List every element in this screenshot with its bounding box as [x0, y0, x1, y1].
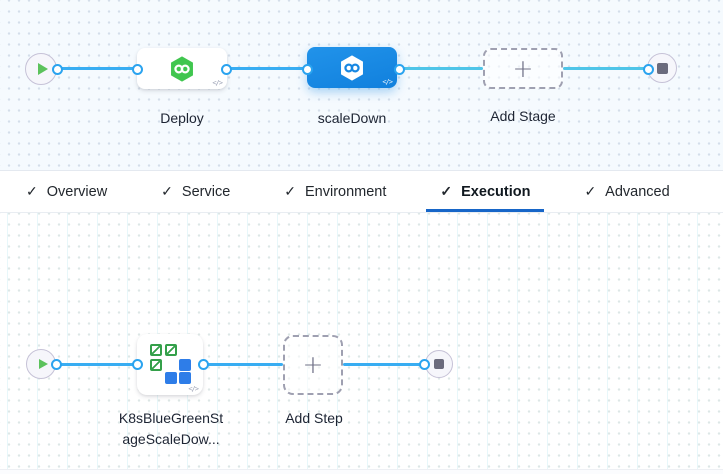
check-icon: ✓ — [26, 183, 38, 199]
tab-label: Service — [181, 183, 231, 200]
check-icon: ✓ — [584, 183, 597, 199]
connector-dot — [132, 359, 143, 370]
connector-dot — [419, 359, 430, 370]
step-label-line2: ageScaleDow... — [122, 431, 220, 447]
tab-overview[interactable]: ✓ Overview — [12, 171, 121, 212]
tab-service[interactable]: ✓ Service — [147, 171, 244, 212]
canvas-bottom-edge — [0, 469, 723, 474]
execution-end-node — [425, 350, 453, 378]
plus-icon: + — [512, 53, 534, 83]
step-card-k8s-bluegreen-scaledown[interactable]: </> — [137, 334, 203, 395]
add-step-label: Add Step — [285, 410, 343, 426]
tab-environment[interactable]: ✓ Environment — [270, 171, 400, 212]
connector-dot — [51, 359, 62, 370]
play-icon — [38, 63, 48, 75]
check-icon: ✓ — [161, 183, 173, 199]
code-icon: </> — [382, 78, 393, 86]
edge-deploy-scaledown — [227, 67, 307, 70]
pipeline-end-node — [647, 53, 677, 83]
code-icon: </> — [188, 385, 199, 393]
play-icon — [38, 359, 48, 369]
connector-dot — [394, 64, 405, 75]
connector-dot — [221, 64, 232, 75]
edge-start-step — [56, 362, 138, 366]
connector-dot — [198, 359, 209, 370]
tab-label: Execution — [461, 183, 531, 200]
harness-cd-icon — [171, 55, 193, 82]
stage-card-scaledown[interactable]: </> — [307, 47, 397, 88]
edge-addstep-end — [343, 362, 424, 366]
stage-graph-canvas[interactable]: </> </> + Deploy scaleDown Add Stage — [0, 0, 723, 170]
edge-addstage-end — [563, 67, 648, 70]
edge-scaledown-addstage — [399, 67, 483, 70]
tab-label: Overview — [46, 183, 108, 200]
add-step-button[interactable]: + — [283, 335, 343, 395]
stop-icon — [656, 62, 668, 74]
connector-dot — [643, 64, 654, 75]
tab-label: Environment — [305, 183, 387, 200]
connector-dot — [52, 64, 63, 75]
stop-icon — [434, 359, 444, 369]
add-stage-label: Add Stage — [490, 108, 556, 124]
code-icon: </> — [212, 79, 223, 87]
step-label-line1: K8sBlueGreenSt — [118, 410, 224, 426]
stage-card-deploy[interactable]: </> — [137, 48, 227, 89]
pipeline-start-node — [25, 53, 57, 85]
check-icon: ✓ — [440, 183, 453, 199]
check-icon: ✓ — [284, 183, 296, 199]
k8s-blue-green-icon — [150, 342, 191, 384]
tab-execution[interactable]: ✓ Execution — [426, 171, 545, 212]
add-stage-button[interactable]: + — [483, 48, 563, 89]
connector-dot — [132, 64, 143, 75]
tab-advanced[interactable]: ✓ Advanced — [570, 171, 683, 212]
harness-cd-icon-selected — [341, 54, 363, 81]
edge-step-addstep — [203, 362, 283, 366]
execution-step-canvas[interactable]: </> + K8sBlueGreenSt ageScaleDow... Add … — [0, 213, 723, 474]
tab-label: Advanced — [605, 183, 670, 200]
plus-icon: + — [302, 350, 324, 379]
stage-label-deploy: Deploy — [160, 110, 204, 126]
edge-start-deploy — [57, 67, 137, 70]
connector-dot — [302, 64, 313, 75]
stage-label-scaledown: scaleDown — [317, 110, 387, 126]
stage-config-tabbar: ✓ Overview ✓ Service ✓ Environment ✓ Exe… — [0, 170, 723, 213]
